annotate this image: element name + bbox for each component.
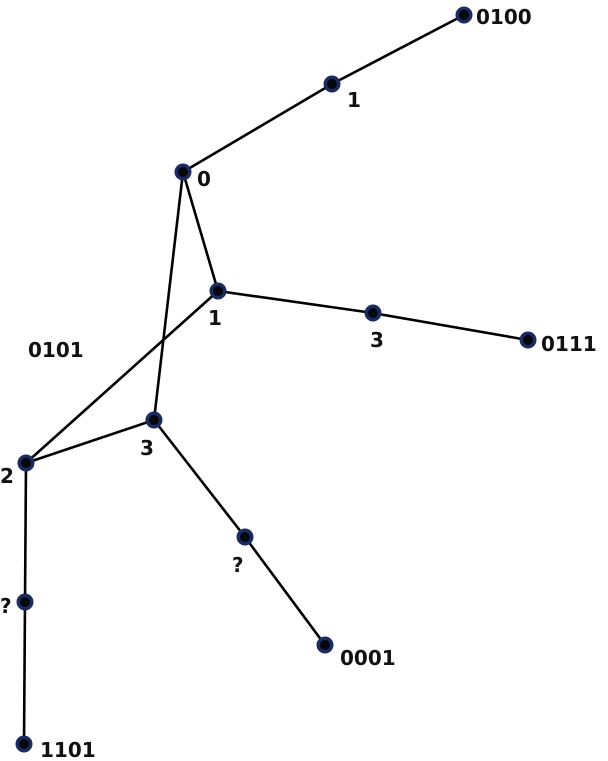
graph-node bbox=[145, 411, 163, 429]
labels-layer: 0100 1 0 1 3 0111 3 2?? 0001 1101 0101 bbox=[0, 5, 597, 761]
edge-n0-n3 bbox=[152, 170, 185, 422]
node-label: 0001 bbox=[340, 646, 396, 670]
edges-layer bbox=[22, 13, 530, 746]
graph-node bbox=[17, 454, 35, 472]
graph-node bbox=[209, 282, 227, 300]
label-0101: 0101 bbox=[28, 338, 84, 362]
node-label: 0 bbox=[197, 167, 211, 191]
node-label: ? bbox=[232, 553, 244, 577]
graph-node bbox=[364, 304, 382, 322]
edge-n3-n2 bbox=[24, 418, 156, 465]
edge-nQ1-n0001 bbox=[243, 535, 327, 647]
node-label: 2 bbox=[0, 464, 14, 488]
node-label: 1 bbox=[208, 306, 222, 330]
graph-node bbox=[174, 163, 192, 181]
graph-node bbox=[323, 75, 341, 93]
edge-n2-nQ2 bbox=[23, 461, 28, 604]
node-label: 0111 bbox=[541, 332, 597, 356]
node-label: 0100 bbox=[476, 5, 532, 29]
edge-n1-nB3 bbox=[216, 289, 375, 315]
edge-n1-n2 bbox=[24, 289, 220, 465]
edge-n0-n1 bbox=[181, 170, 220, 293]
graph-node bbox=[519, 331, 537, 349]
node-label: 3 bbox=[140, 436, 154, 460]
node-label: 1 bbox=[347, 88, 361, 112]
edge-n0100-nA1 bbox=[330, 13, 466, 86]
graph-node bbox=[236, 528, 254, 546]
edge-nB3-n0111 bbox=[371, 311, 530, 342]
nodes-layer bbox=[15, 6, 537, 753]
node-label: 3 bbox=[370, 328, 384, 352]
graph-node bbox=[16, 593, 34, 611]
edge-nQ2-n1101 bbox=[22, 600, 27, 746]
node-label: 1101 bbox=[40, 738, 96, 761]
edge-n3-nQ1 bbox=[152, 418, 247, 539]
edge-nA1-n0 bbox=[181, 82, 334, 174]
graph-node bbox=[316, 636, 334, 654]
node-label: ? bbox=[0, 594, 12, 618]
graph-node bbox=[455, 6, 473, 24]
graph-node bbox=[15, 735, 33, 753]
